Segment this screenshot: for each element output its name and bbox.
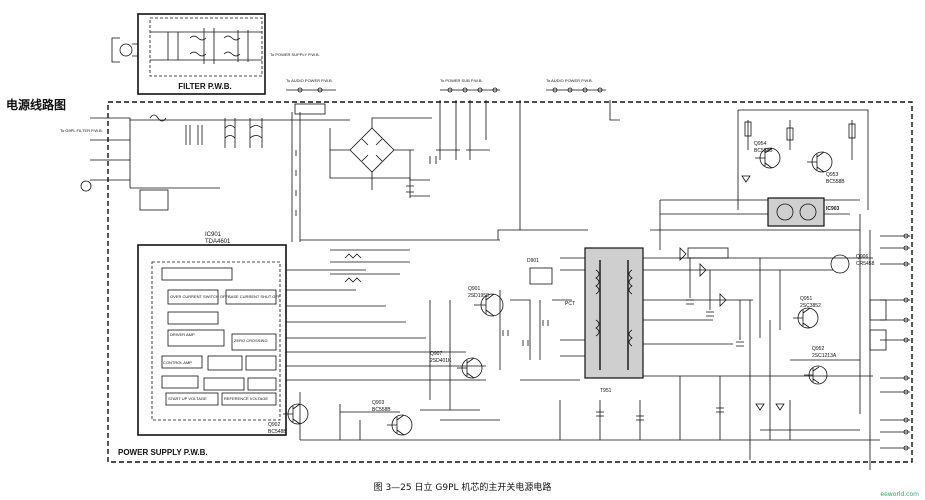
q953-label: Q953 [826, 172, 838, 178]
ic-func-1: OVER CURRENT SWITCH OFF [170, 294, 228, 299]
pct-label: PCT [565, 301, 575, 307]
q953-type: BC558B [826, 179, 845, 185]
output-connectors [880, 233, 910, 451]
ic-func-3: DRIVER AMP [170, 332, 195, 337]
q907-label: Q907 [430, 351, 442, 357]
ic901-block: IC901 TDA4601 OVER CURRENT SWITCH OFF BA… [137, 232, 486, 436]
driver-transistors: Q901 2SD1959 Q907 2SD401K Q903 BC558B Q9… [268, 258, 580, 436]
q902-type: BC548B [268, 429, 287, 435]
to-power-sub-label: To POWER SUB P.W.B. [440, 78, 483, 83]
q901-label: Q901 [468, 286, 480, 292]
transformer-t951: T951 PCT [560, 247, 673, 394]
to-audio-power-label-2: To AUDIO POWER P.W.B. [546, 78, 593, 83]
to-audio-power-label-1: To AUDIO POWER P.W.B. [286, 78, 333, 83]
ic-func-6: START UP VOLTAGE [168, 396, 207, 401]
q954-type: BC558B [754, 148, 773, 154]
power-supply-board: POWER SUPPLY P.W.B. [107, 101, 913, 463]
ic-func-5: CONTROL AMP [163, 360, 192, 365]
q901-type: 2SD1959 [468, 293, 489, 299]
upper-mid-components [300, 100, 620, 241]
filter-label: FILTER P.W.B. [178, 82, 231, 91]
figure-caption: 图 3—25 日立 G9PL 机芯的主开关电源电路 [0, 480, 925, 493]
ic-func-4: ZERO CROSSING [234, 338, 268, 343]
q954-label: Q954 [754, 141, 766, 147]
filter-block: FILTER P.W.B. To POWER SUPPLY P.W.B. [111, 13, 320, 95]
ic903-area: IC903 Q954 BC558B Q953 BC558B [737, 109, 869, 227]
to-power-supply-label: To POWER SUPPLY P.W.B. [270, 52, 320, 57]
ic-func-7: REFERENCE VOLTAGE [224, 396, 268, 401]
q906-type: CR5458 [856, 261, 875, 267]
q951-label: Q951 [800, 296, 812, 302]
t951-label: T951 [600, 388, 612, 394]
section-heading: 电源线路图 [6, 98, 67, 112]
q907-type: 2SD401K [430, 358, 452, 364]
power-supply-label: POWER SUPPLY P.W.B. [118, 448, 208, 457]
bridge-rectifier [329, 117, 437, 198]
q903-label: Q903 [372, 400, 384, 406]
q951-type: 2SC3852 [800, 303, 821, 309]
q952-label: Q952 [812, 346, 824, 352]
ic903-label: IC903 [826, 206, 840, 212]
q952-type: 2SC1213A [812, 353, 837, 359]
ic901-label: IC901 [205, 232, 222, 238]
d901-label: D901 [527, 258, 539, 264]
ic901-part: TDA4601 [205, 239, 231, 245]
bottom-wiring [299, 376, 880, 441]
to-filter-label: To G9PL FILTER P.W.B. [60, 128, 103, 133]
q902-label: Q902 [268, 422, 280, 428]
watermark: eeworld.com [880, 491, 919, 498]
figure-number: 图 3—25 [373, 483, 412, 493]
q903-type: BC558B [372, 407, 391, 413]
input-section [80, 103, 350, 242]
regulator-transistors: Q906 CR5458 Q951 2SC3852 Q952 2SC1213A [749, 254, 887, 460]
q906-label: Q906 [856, 254, 868, 260]
ic-func-2: BASE CURRENT SHUT OFF [228, 294, 281, 299]
secondary-section [650, 199, 873, 470]
figure-title: 日立 G9PL 机芯的主开关电源电路 [414, 483, 552, 493]
top-connectors: To AUDIO POWER P.W.B. To POWER SUB P.W.B… [60, 78, 606, 133]
